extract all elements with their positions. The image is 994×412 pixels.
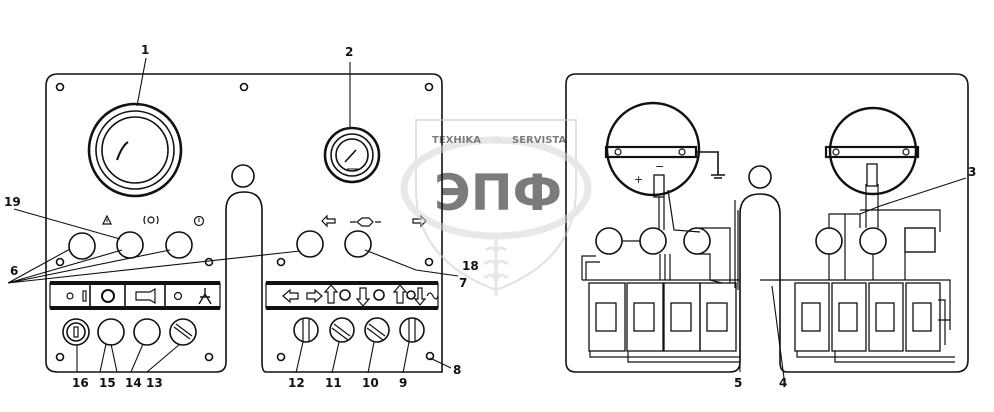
indicator-lamp — [344, 230, 372, 258]
plug-hole — [748, 165, 772, 189]
lamp-socket — [859, 227, 887, 255]
oil-pressure-icon — [350, 217, 381, 227]
ground-icon — [695, 151, 725, 179]
callout-10: 10 — [362, 376, 379, 390]
parking-light-switch — [97, 318, 125, 346]
gauge-back-small — [828, 106, 918, 196]
watermark-brand-right: SERVISTA — [512, 135, 566, 146]
headlight-switch — [133, 318, 161, 346]
gauge-bracket — [824, 145, 920, 159]
indicator-icon — [173, 291, 183, 301]
callout-4: 4 — [779, 376, 787, 390]
callout-8: 8 — [453, 363, 461, 377]
small-gauge — [323, 126, 381, 184]
callout-13: 13 — [146, 376, 163, 390]
lower-switch — [364, 317, 390, 343]
indicator-lamp — [296, 230, 324, 258]
plug-hole — [231, 164, 255, 188]
tilt-switch — [399, 317, 425, 343]
leader-lines-right — [739, 177, 967, 379]
wiring-harness — [581, 184, 955, 363]
callout-2: 2 — [345, 45, 353, 59]
headlight-icon — [101, 289, 115, 303]
horn-switch — [169, 318, 197, 346]
minus-terminal-label: − — [655, 160, 664, 173]
lamp-test-icon — [66, 292, 74, 300]
speedometer-gauge — [87, 102, 183, 198]
hand-brake-icon — [193, 215, 205, 227]
callout-19: 19 — [4, 195, 21, 209]
screw — [55, 257, 65, 267]
leader-lines-left — [7, 57, 459, 374]
screw — [55, 82, 65, 92]
watermark: TEXHIKA SERVISTA ЭПФ — [400, 119, 592, 296]
lamp-test-switch — [62, 318, 90, 346]
screw — [239, 82, 249, 92]
callout-14: 14 — [125, 376, 142, 390]
switch-backs-left — [588, 282, 737, 352]
front-panel-outline — [45, 73, 443, 373]
screw — [276, 257, 286, 267]
callout-3: 3 — [968, 165, 976, 179]
indicator-lamp — [165, 231, 193, 259]
person-icon — [198, 288, 212, 305]
callout-1: 1 — [141, 43, 149, 57]
relay-block — [904, 227, 936, 253]
rear-panel — [565, 73, 969, 373]
watermark-wheat-icon — [483, 236, 509, 296]
screw — [276, 352, 286, 362]
callout-6: 6 — [10, 264, 18, 278]
screw — [424, 82, 434, 92]
screw — [204, 257, 214, 267]
callout-16: 16 — [72, 376, 89, 390]
switch-backs-right — [794, 282, 941, 352]
screw — [204, 352, 214, 362]
lamp-socket — [639, 227, 667, 255]
screw — [425, 351, 435, 361]
switch-label-strip-left — [49, 281, 221, 310]
front-panel — [45, 73, 443, 373]
plus-terminal-label: + — [634, 173, 643, 186]
arrow-left-icon — [321, 214, 336, 228]
lamp-socket — [595, 227, 623, 255]
callout-12: 12 — [288, 376, 305, 390]
indicator-lamp — [68, 232, 96, 260]
screw — [424, 257, 434, 267]
horn-icon — [135, 287, 156, 305]
watermark-logo: ЭПФ — [434, 164, 562, 222]
callout-7: 7 — [459, 276, 467, 290]
callout-9: 9 — [399, 376, 407, 390]
watermark-brand-left: TEXHIKA — [432, 135, 481, 146]
callout-5: 5 — [734, 376, 742, 390]
warning-triangle-icon — [102, 214, 112, 225]
screw — [55, 352, 65, 362]
lift-switch — [329, 317, 355, 343]
rear-panel-outline — [565, 73, 969, 373]
callout-18: 18 — [462, 259, 479, 273]
turn-switch — [293, 317, 319, 343]
callout-11: 11 — [325, 376, 342, 390]
brake-light-icon — [143, 215, 159, 225]
gauge-back-large — [605, 101, 701, 197]
parking-light-icon — [82, 290, 87, 302]
callout-15: 15 — [99, 376, 116, 390]
switch-label-strip-right — [265, 281, 439, 310]
indicator-lamp — [116, 231, 144, 259]
lamp-socket — [815, 227, 843, 255]
watermark-dot-icon — [493, 136, 501, 144]
terminal-fitting — [866, 163, 878, 187]
callout-labels: 1 2 3 19 6 18 7 8 16 15 14 13 12 11 10 9… — [4, 43, 976, 390]
